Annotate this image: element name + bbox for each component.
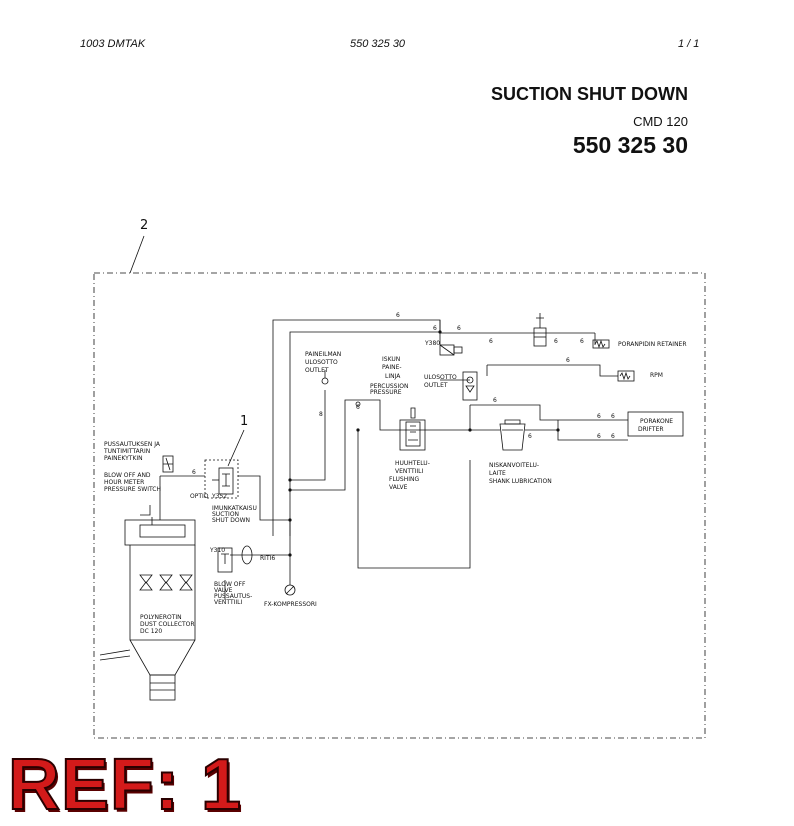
assembly-boundary bbox=[93, 272, 706, 739]
label-optio: OPTIO bbox=[190, 493, 209, 500]
line-size: 6 bbox=[554, 338, 558, 345]
label-percussion: PERCUSSION bbox=[370, 383, 408, 390]
label-bov1: BLOW OFF bbox=[214, 581, 246, 588]
label-rpm: RPM bbox=[650, 372, 663, 379]
label-outlet2: OUTLET bbox=[424, 382, 448, 389]
label-riti: RITI6 bbox=[260, 555, 275, 562]
line-size-labels: 6 6 6 6 6 6 6 6 6 6 6 6 6 6 6 8 bbox=[192, 312, 615, 476]
label-paineilman: PAINEILMAN bbox=[305, 351, 341, 358]
line-size: 6 bbox=[457, 325, 461, 332]
callout-item: 1 bbox=[240, 414, 248, 429]
label-poranpidin: PORANPIDIN RETAINER bbox=[618, 341, 687, 348]
line-size: 6 bbox=[597, 413, 601, 420]
label-flushing1: FLUSHING bbox=[389, 476, 419, 483]
page-indicator: 1 / 1 bbox=[678, 38, 700, 50]
label-porakone: PORAKONE bbox=[640, 418, 673, 425]
label-blow2: HOUR METER bbox=[104, 479, 144, 486]
line-size: 6 bbox=[396, 312, 400, 319]
label-drifter: DRIFTER bbox=[638, 426, 664, 433]
line-size: 6 bbox=[566, 357, 570, 364]
label-bov3: PUSSAUTUS- bbox=[214, 593, 252, 600]
callout-assembly-leader bbox=[129, 235, 145, 274]
junction-dots bbox=[288, 330, 560, 557]
model-name: CMD 120 bbox=[633, 114, 688, 129]
retainer-valve-icon bbox=[533, 313, 610, 349]
reference-stamp: REF: 1 bbox=[7, 744, 243, 826]
label-paine: PAINE- bbox=[382, 364, 402, 371]
label-poly2: DUST COLLECTOR bbox=[140, 621, 195, 628]
line-size: 6 bbox=[493, 397, 497, 404]
label-ulosotto: ULOSOTTO bbox=[305, 359, 338, 366]
check-valve-icon bbox=[462, 371, 478, 401]
label-blow1: BLOW OFF AND bbox=[104, 472, 151, 479]
drawing-title: SUCTION SHUT DOWN bbox=[491, 84, 688, 104]
label-imu2: SUCTION bbox=[212, 511, 239, 518]
label-bov4: VENTTIILI bbox=[214, 599, 242, 606]
pressure-switch-icon bbox=[162, 455, 174, 473]
label-bov2: VALVE bbox=[214, 587, 233, 594]
valve-y352-icon bbox=[204, 459, 239, 499]
label-poly3: DC 120 bbox=[140, 628, 162, 635]
label-linja: LINJA bbox=[385, 373, 401, 380]
label-imu3: SHUT DOWN bbox=[212, 517, 250, 524]
label-outlet: OUTLET bbox=[305, 367, 329, 374]
label-shank: SHANK LUBRICATION bbox=[489, 478, 552, 485]
doc-code: 1003 DMTAK bbox=[80, 38, 146, 50]
rpm-sensor-icon bbox=[617, 370, 635, 382]
label-pussa3: PAINEKYTKIN bbox=[104, 455, 143, 462]
line-size: 6 bbox=[489, 338, 493, 345]
label-imu1: IMUNKATKAISU bbox=[212, 505, 257, 512]
valve-y310-icon bbox=[217, 545, 253, 573]
header-part-number: 550 325 30 bbox=[350, 38, 406, 50]
callout-assembly: 2 bbox=[140, 218, 148, 233]
label-fx: FX-KOMPRESSORI bbox=[264, 601, 317, 608]
label-iskun: ISKUN bbox=[382, 356, 400, 363]
label-pressure: PRESSURE bbox=[370, 389, 402, 396]
line-size: 6 bbox=[528, 433, 532, 440]
line-size: 6 bbox=[611, 413, 615, 420]
drawing-number: 550 325 30 bbox=[572, 132, 688, 158]
flushing-valve-icon bbox=[399, 407, 426, 451]
dust-collector-icon bbox=[99, 505, 196, 701]
line-size: 6 bbox=[192, 469, 196, 476]
label-blow3: PRESSURE SWITCH bbox=[104, 486, 161, 493]
line-size: 6 bbox=[611, 433, 615, 440]
label-ulosotto2: ULOSOTTO bbox=[424, 374, 457, 381]
label-flushing2: VALVE bbox=[389, 484, 408, 491]
label-niska1: NISKANVOITELU- bbox=[489, 462, 539, 469]
line-size: 6 bbox=[597, 433, 601, 440]
line-size: 6 bbox=[433, 325, 437, 332]
label-y352: Y352 bbox=[211, 493, 227, 500]
label-pussa1: PUSSAUTUKSEN JA bbox=[104, 441, 161, 448]
shank-lubricator-icon bbox=[499, 419, 526, 451]
label-niska2: LAITE bbox=[489, 470, 506, 477]
diagram-labels: PAINEILMAN ULOSOTTO OUTLET ISKUN PAINE- … bbox=[103, 340, 687, 635]
label-y380: Y380 bbox=[424, 340, 440, 347]
label-pussa2: TUNTIMITTARIN bbox=[103, 448, 150, 455]
label-y310: Y310 bbox=[209, 547, 225, 554]
line-size: 6 bbox=[356, 404, 360, 411]
valve-y380-icon bbox=[439, 344, 463, 356]
outlet-fitting-icon bbox=[321, 370, 361, 407]
hydraulic-lines bbox=[159, 319, 628, 600]
line-size: 6 bbox=[580, 338, 584, 345]
callout-item-leader bbox=[227, 429, 245, 467]
label-huuhtelu1: HUUHTELU- bbox=[395, 460, 430, 467]
label-poly1: POLYNEROTIN bbox=[140, 614, 182, 621]
line-size: 8 bbox=[319, 411, 323, 418]
label-huuhtelu2: VENTTIILI bbox=[395, 468, 423, 475]
compressor-icon bbox=[284, 584, 296, 596]
drifter-box bbox=[627, 411, 684, 437]
